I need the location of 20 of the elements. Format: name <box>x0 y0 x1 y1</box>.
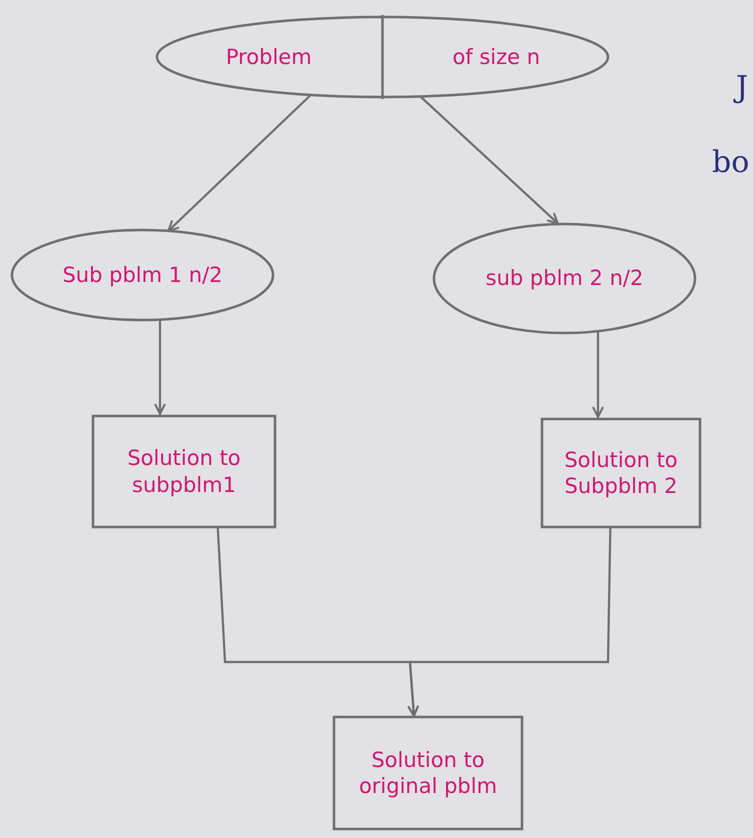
arrow <box>154 320 166 415</box>
margin-note: bo <box>712 145 750 180</box>
node-text: of size n <box>451 44 542 70</box>
node-text: Sub pblm 1 n/2 <box>61 262 224 288</box>
arrow <box>592 332 604 418</box>
arrow <box>167 94 311 232</box>
node-text: Problem <box>224 44 313 70</box>
solution-box <box>92 415 276 528</box>
arrow <box>407 528 612 717</box>
problem-ellipse <box>10 228 275 322</box>
problem-ellipse <box>432 222 697 335</box>
solution-box <box>541 418 701 528</box>
solution-box <box>333 716 523 830</box>
node-text: Solution to subpblm1 <box>126 445 242 498</box>
node-text: sub pblm 2 n/2 <box>484 265 644 292</box>
margin-note: J <box>736 70 748 105</box>
problem-ellipse <box>155 15 610 99</box>
arrow <box>420 96 559 224</box>
node-text: Solution to Subpblm 2 <box>563 446 679 500</box>
node-text: Solution to original pblm <box>358 746 498 800</box>
